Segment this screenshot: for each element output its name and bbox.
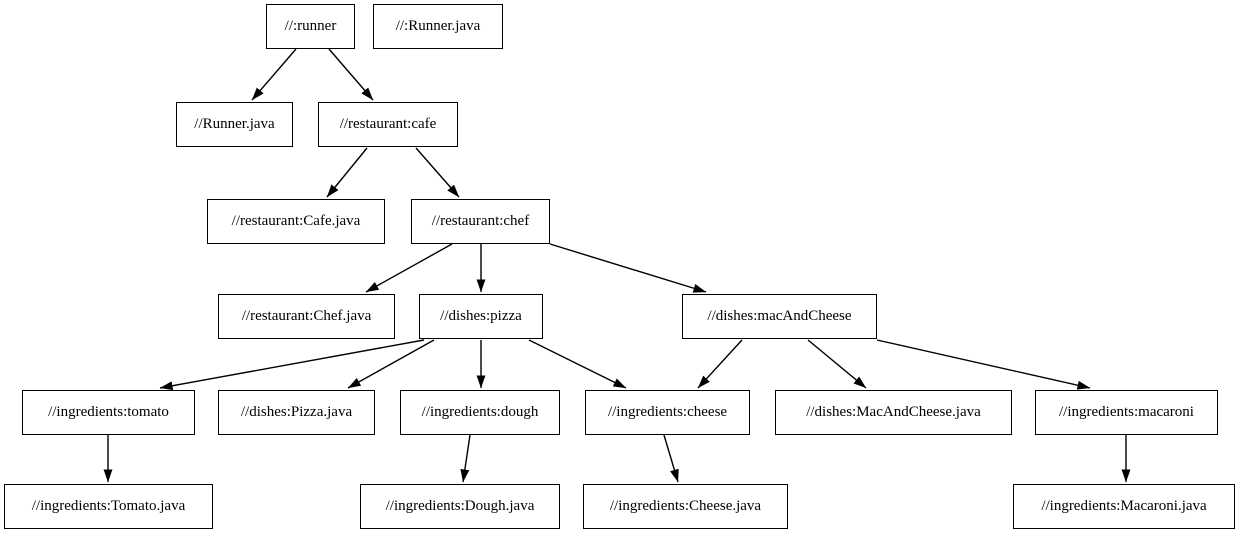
graph-node-label: //ingredients:Tomato.java — [31, 498, 186, 514]
graph-node-label: //dishes:pizza — [440, 308, 522, 324]
graph-node-label: //ingredients:Macaroni.java — [1041, 498, 1207, 514]
graph-node-tomato[interactable]: //ingredients:tomato — [22, 390, 195, 435]
graph-node-label: //Runner.java — [194, 116, 275, 132]
graph-node-label: //ingredients:cheese — [607, 404, 728, 420]
graph-node-cheese[interactable]: //ingredients:cheese — [585, 390, 750, 435]
graph-node-label: //restaurant:Cafe.java — [231, 213, 361, 229]
graph-node-label: //restaurant:Chef.java — [241, 308, 372, 324]
graph-node-mac_and_cheese[interactable]: //dishes:macAndCheese — [682, 294, 877, 339]
graph-node-label: //ingredients:Cheese.java — [609, 498, 762, 514]
graph-node-runner[interactable]: //:runner — [266, 4, 355, 49]
graph-node-cafe[interactable]: //restaurant:cafe — [318, 102, 458, 147]
graph-node-label: //ingredients:tomato — [48, 404, 169, 420]
graph-node-cafe_java[interactable]: //restaurant:Cafe.java — [207, 199, 385, 244]
graph-node-label: //restaurant:cafe — [339, 116, 437, 132]
graph-node-label: //restaurant:chef — [431, 213, 530, 229]
graph-node-mac_java[interactable]: //dishes:MacAndCheese.java — [775, 390, 1012, 435]
graph-node-label: //:runner — [284, 18, 337, 34]
graph-node-macaroni[interactable]: //ingredients:macaroni — [1035, 390, 1218, 435]
graph-node-dough_java[interactable]: //ingredients:Dough.java — [360, 484, 560, 529]
graph-node-cheese_java[interactable]: //ingredients:Cheese.java — [583, 484, 788, 529]
graph-node-label: //:Runner.java — [395, 18, 481, 34]
graph-node-chef[interactable]: //restaurant:chef — [411, 199, 550, 244]
graph-node-label: //dishes:MacAndCheese.java — [806, 404, 981, 420]
graph-node-pizza[interactable]: //dishes:pizza — [419, 294, 543, 339]
graph-node-label: //ingredients:macaroni — [1059, 404, 1194, 420]
graph-node-label: //dishes:macAndCheese — [707, 308, 852, 324]
graph-node-runner_java_root[interactable]: //:Runner.java — [373, 4, 503, 49]
graph-node-label: //ingredients:dough — [421, 404, 539, 420]
graph-node-pizza_java[interactable]: //dishes:Pizza.java — [218, 390, 375, 435]
graph-node-dough[interactable]: //ingredients:dough — [400, 390, 560, 435]
graph-node-runner_java[interactable]: //Runner.java — [176, 102, 293, 147]
graph-node-macaroni_java[interactable]: //ingredients:Macaroni.java — [1013, 484, 1235, 529]
graph-node-chef_java[interactable]: //restaurant:Chef.java — [218, 294, 395, 339]
graph-node-label: //ingredients:Dough.java — [385, 498, 535, 514]
graph-node-tomato_java[interactable]: //ingredients:Tomato.java — [4, 484, 213, 529]
graph-node-label: //dishes:Pizza.java — [240, 404, 353, 420]
